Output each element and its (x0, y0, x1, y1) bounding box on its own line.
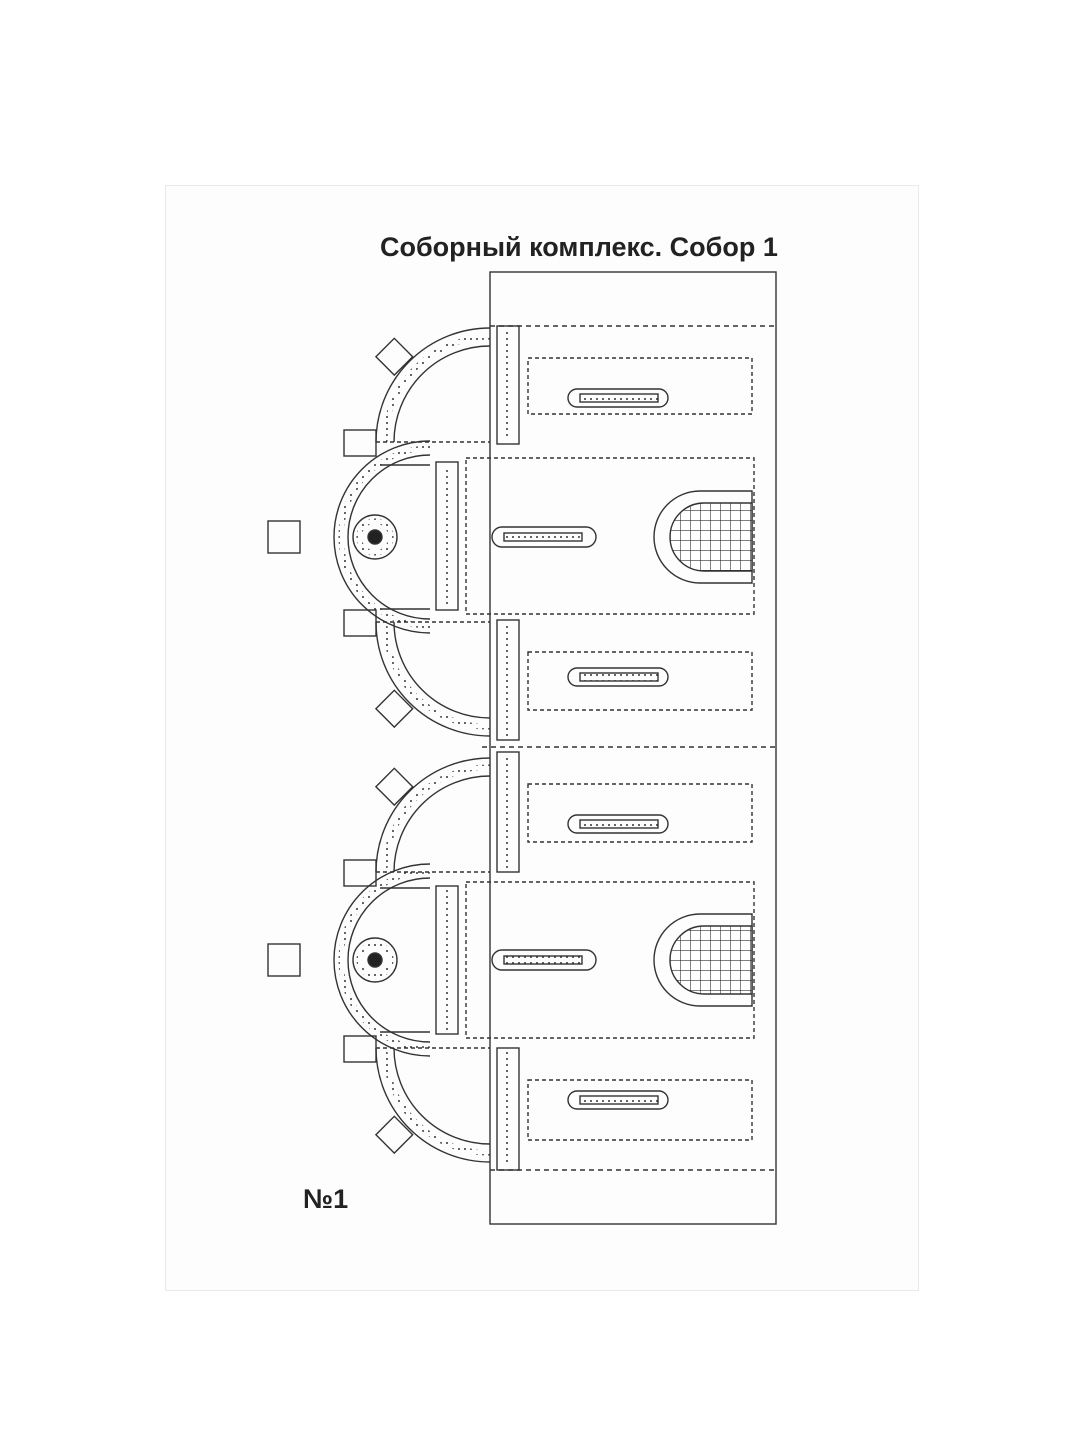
window-ornament (579, 672, 659, 682)
sheet-number: №1 (303, 1184, 349, 1214)
quarter-dome-ornament (382, 334, 491, 443)
arched-door-grid (669, 502, 753, 572)
rosette-center (367, 529, 383, 545)
rosette-ring (356, 518, 394, 556)
paper-sheet (166, 186, 918, 1290)
window-slot (567, 1090, 669, 1110)
window-slot (567, 667, 669, 687)
window-ornament (579, 393, 659, 403)
arched-door-grid (669, 925, 753, 995)
glue-tab-diagonal (374, 689, 414, 729)
quarter-dome-outer (375, 1047, 491, 1163)
quarter-dome-inner (393, 775, 491, 873)
wall-panel-dashed (527, 651, 753, 711)
rosette-ring (356, 941, 394, 979)
rosette-outer (352, 514, 398, 560)
apse-dome-ornament (338, 868, 431, 1052)
window-slot (567, 388, 669, 408)
apse-panel-dashed (465, 457, 755, 615)
glue-tab (343, 1035, 377, 1063)
apse-window-slot (491, 526, 597, 548)
quarter-dome-ornament (382, 621, 491, 730)
rosette-center (367, 952, 383, 968)
apse-dome-inner (347, 877, 431, 1043)
arched-door-outer (653, 490, 753, 584)
apse-dome-ornament (338, 445, 431, 629)
apse-window-ornament (503, 955, 583, 965)
glue-tab-diagonal (374, 337, 414, 377)
glue-tab-diagonal (374, 1115, 414, 1155)
wall-panel-dashed (527, 357, 753, 415)
glue-tab (267, 520, 301, 554)
window-ornament (579, 1095, 659, 1105)
main-strip-outline (489, 271, 777, 1225)
apse-panel-dashed (465, 881, 755, 1039)
apse-column-strip (435, 885, 459, 1035)
wall-panel-dashed (527, 1079, 753, 1141)
glue-tab (343, 609, 377, 637)
quarter-dome-outer (375, 757, 491, 873)
apse-dome-outer (333, 863, 431, 1057)
quarter-dome-outer (375, 327, 491, 443)
quarter-dome-inner (393, 621, 491, 719)
column-strip (496, 325, 520, 445)
quarter-dome-ornament (382, 1047, 491, 1156)
rosette-outer (352, 937, 398, 983)
quarter-dome-ornament (382, 764, 491, 873)
column-strip (496, 1047, 520, 1171)
window-ornament (579, 819, 659, 829)
wall-panel-dashed (527, 783, 753, 843)
column-strip (496, 751, 520, 873)
apse-dome-inner (347, 454, 431, 620)
apse-column-strip (435, 461, 459, 611)
column-strip (496, 619, 520, 741)
apse-window-ornament (503, 532, 583, 542)
glue-tab (267, 943, 301, 977)
glue-tab (343, 859, 377, 887)
quarter-dome-inner (393, 1047, 491, 1145)
glue-tab (343, 429, 377, 457)
window-slot (567, 814, 669, 834)
arched-door-outer (653, 913, 753, 1007)
quarter-dome-inner (393, 345, 491, 443)
page-title: Соборный комплекс. Собор 1 (380, 232, 778, 262)
apse-window-slot (491, 949, 597, 971)
glue-tab-diagonal (374, 767, 414, 807)
quarter-dome-outer (375, 621, 491, 737)
